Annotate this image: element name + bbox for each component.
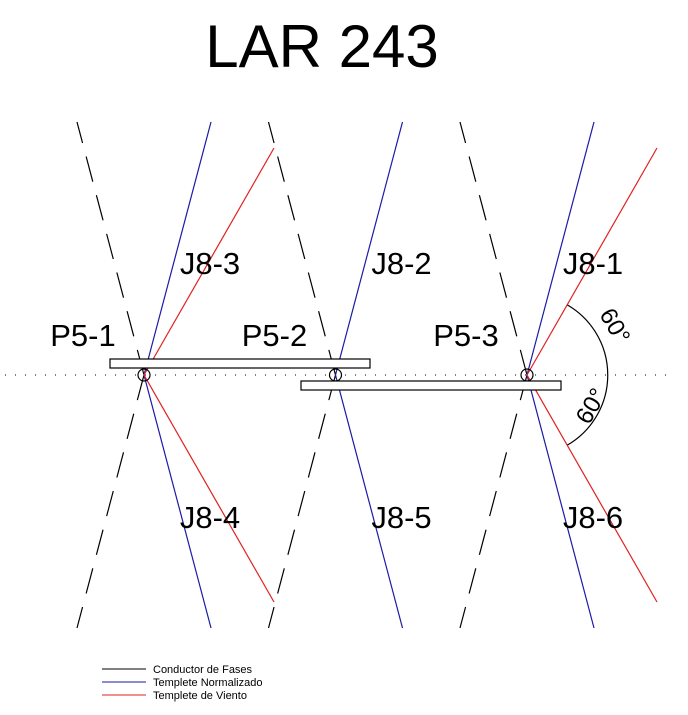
bottom-anchor-label: J8-4 <box>180 500 240 535</box>
legend-label-conductor: Conductor de Fases <box>153 664 253 676</box>
top-anchor-label: J8-2 <box>371 246 431 281</box>
templete-normalizado-line <box>526 121 595 376</box>
templete-normalizado-line <box>334 121 404 376</box>
pole-marker <box>137 368 151 382</box>
crossarm <box>300 380 562 391</box>
conductor-line <box>459 374 528 629</box>
legend-label-viento: Templete de Viento <box>153 690 247 702</box>
templete-normalizado-line <box>526 374 595 629</box>
bottom-anchor-label: J8-5 <box>371 500 431 535</box>
angle-arc <box>567 304 609 446</box>
top-anchor-label: J8-1 <box>563 246 623 281</box>
templete-viento-line <box>526 374 658 603</box>
conductor-line <box>267 121 337 376</box>
legend-label-normalizado: Templete Normalizado <box>153 677 262 689</box>
templete-normalizado-line <box>143 374 212 629</box>
templete-viento-line <box>143 147 275 376</box>
conductor-line <box>76 121 145 376</box>
pole-2: P5-2 J8-2J8-5 <box>242 121 432 629</box>
angle-label-top: 60° <box>594 304 636 349</box>
templete-normalizado-line <box>143 121 212 376</box>
conductor-line <box>76 374 145 629</box>
pole-3: P5-3 J8-1J8-6 <box>433 121 658 629</box>
templete-viento-line <box>143 374 275 603</box>
templete-normalizado-line <box>334 374 404 629</box>
pole-label: P5-1 <box>50 318 115 353</box>
pole-1: P5-1 J8-3J8-4 <box>50 121 275 629</box>
legend: Conductor de Fases Templete Normalizado … <box>102 664 262 702</box>
conductor-line <box>459 121 528 376</box>
diagram-title: LAR 243 <box>205 13 439 80</box>
pole-label: P5-3 <box>433 318 498 353</box>
bottom-anchor-label: J8-6 <box>563 500 623 535</box>
top-anchor-label: J8-3 <box>180 246 240 281</box>
templete-viento-line <box>526 147 658 376</box>
conductor-line <box>267 374 337 629</box>
crossarm <box>109 358 371 369</box>
pole-label: P5-2 <box>242 318 307 353</box>
